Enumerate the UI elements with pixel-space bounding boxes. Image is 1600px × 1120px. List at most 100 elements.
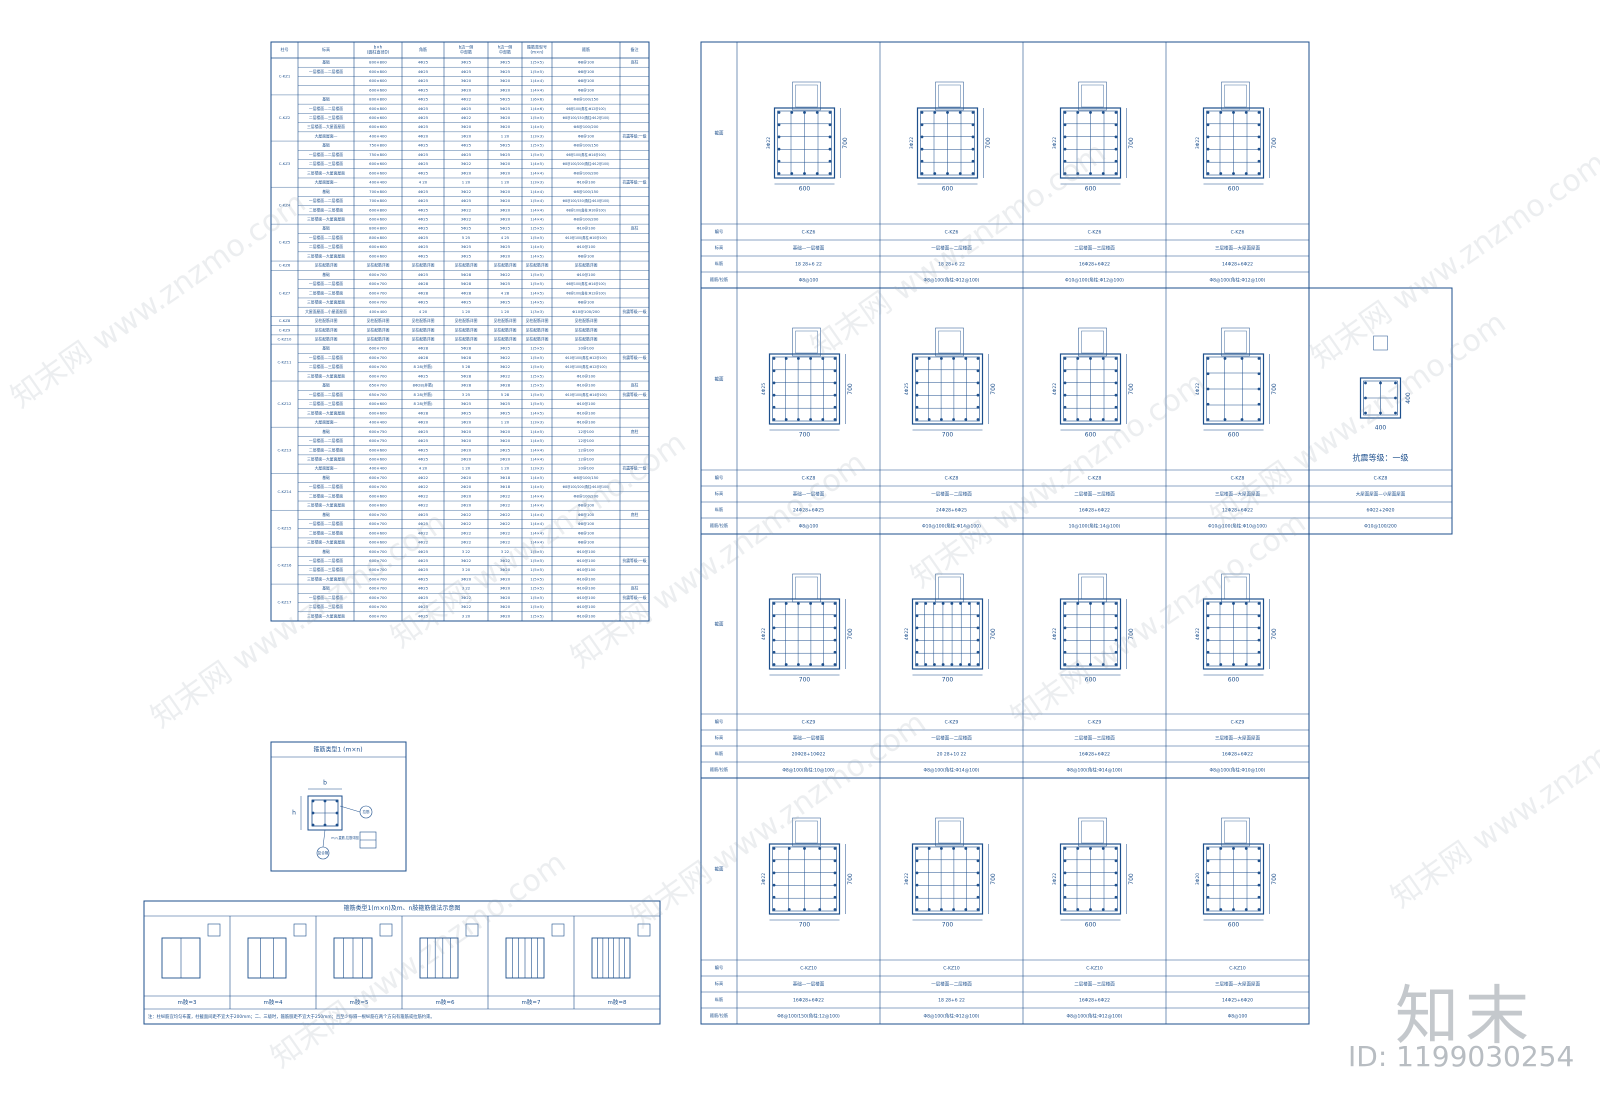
dim-b: b — [323, 780, 327, 787]
table-cell: 600×600 — [369, 530, 387, 535]
table-cell: Φ10@100 — [577, 244, 596, 249]
table-cell: 4Φ28 — [461, 290, 472, 295]
table-cell: 2Φ25 — [500, 447, 511, 452]
cell-id: C-KZ10 — [943, 966, 960, 972]
table-cell: 5Φ28 — [461, 346, 472, 351]
table-cell: 4Φ25 — [461, 198, 472, 203]
rebar-dot — [828, 123, 832, 127]
table-cell: 600×700 — [369, 604, 387, 609]
table-cell: 1(5×5) — [530, 346, 544, 351]
reference-sketch — [935, 327, 964, 357]
table-cell: 4Φ25 — [418, 595, 429, 600]
cell-rebar: 18 28+6 22 — [938, 262, 965, 268]
hook-icon — [551, 923, 565, 937]
table-cell: 3Φ20 — [500, 161, 511, 166]
table-cell: 底柱 — [631, 429, 639, 434]
table-cell: 1(5×5) — [530, 558, 544, 563]
table-cell: 10@100 — [578, 466, 594, 471]
table-cell: 4Φ25 — [418, 60, 429, 65]
rebar-dot — [1063, 135, 1067, 139]
table-cell: 4 20 — [419, 466, 428, 471]
table-cell: 2Φ22 — [461, 530, 472, 535]
table-cell: 4Φ25 — [418, 78, 429, 83]
rebar-dot — [790, 111, 794, 114]
table-cell: 2Φ22 — [500, 512, 511, 517]
table-cell: 1(4×5) — [530, 253, 544, 258]
cell-elev: 三层楼面—大屋面屋面 — [1215, 735, 1260, 742]
table-cell: 600×700 — [369, 346, 387, 351]
table-cell: 3Φ20 — [500, 87, 511, 92]
table-cell: 基础 — [322, 512, 330, 517]
table-cell: Φ8@100(角柱:Φ12@100) — [566, 106, 606, 111]
table-header: 柱号 — [281, 46, 289, 52]
table-cell: 2Φ22 — [461, 521, 472, 526]
rebar-dot — [1114, 147, 1118, 151]
types-label: m肢=7 — [522, 998, 541, 1006]
table-cell: 3Φ25 — [461, 244, 472, 249]
hook-icon — [207, 923, 221, 937]
rebar-dot — [959, 602, 962, 605]
table-cell: 抗震等级:一级 — [622, 466, 646, 471]
table-cell: 见柱配筋详图 — [526, 337, 549, 342]
table-cell: 1(3×3) — [530, 180, 544, 185]
table-cell: 基础 — [322, 189, 330, 194]
table-cell: 三层楼面—大屋面屋面 — [307, 613, 345, 618]
rebar-dot — [1101, 847, 1105, 850]
dim-height: 700 — [847, 383, 854, 395]
table-cell: 1(4×6) — [530, 106, 544, 111]
table-border — [270, 41, 650, 622]
rebar-dot — [1257, 357, 1261, 360]
table-cell: C-KZ6 — [279, 263, 291, 268]
table-cell: 1(6×6) — [530, 97, 544, 102]
table-cell: 5Φ25 — [500, 152, 511, 157]
table-cell: 三层楼面—大屋面屋面 — [307, 540, 345, 545]
table-cell: Φ8@100 — [578, 60, 595, 65]
rebar-dot — [976, 626, 980, 630]
table-cell: 600×700 — [369, 613, 387, 618]
rebar-dot — [803, 847, 806, 850]
rebar-dot — [915, 663, 919, 666]
reference-sketch-inner — [1224, 330, 1247, 354]
table-cell: 600×800 — [369, 207, 387, 212]
rebar-dot — [1257, 638, 1261, 642]
table-cell: 2Φ22 — [500, 521, 511, 526]
table-cell: 三层楼面—大屋面屋面 — [307, 456, 345, 461]
table-cell: 3 22 — [501, 549, 510, 554]
table-cell: 1(4×5) — [530, 410, 544, 415]
table-cell: 见柱配筋详图 — [494, 327, 517, 332]
rebar-dot — [828, 111, 832, 114]
rebar-dot — [952, 847, 955, 850]
table-cell: 2Φ20 — [461, 456, 472, 461]
rebar-dot — [1076, 418, 1080, 421]
rebar-dot — [1206, 172, 1210, 175]
dim-width: 600 — [1085, 186, 1097, 193]
stirrup-outline — [915, 601, 980, 667]
table-cell: 2Φ20 — [461, 475, 472, 480]
rebar-dot — [1206, 895, 1210, 899]
rebar-dot — [1076, 602, 1080, 605]
table-cell: 1(4×4) — [530, 170, 544, 175]
table-cell: 3Φ22 — [461, 207, 472, 212]
rebar-dot — [976, 357, 980, 360]
table-cell: 4Φ25 — [418, 244, 429, 249]
rebar-dot — [1206, 418, 1210, 421]
rebar-dot — [1101, 663, 1105, 666]
rebar-dot — [1206, 159, 1210, 163]
table-cell: 3Φ25 — [461, 253, 472, 258]
rebar-dot — [772, 602, 776, 605]
table-cell: 5Φ25 — [500, 143, 511, 148]
rebar-dot — [323, 799, 327, 803]
table-cell: 3Φ20 — [500, 198, 511, 203]
rebar-dot — [1063, 663, 1067, 666]
cell-id: C-KZ10 — [1229, 966, 1246, 972]
table-cell: 1(4×4) — [530, 530, 544, 535]
table-cell: 12@100 — [578, 456, 594, 461]
table-cell: 1(5×5) — [530, 373, 544, 378]
cell-stirrup: Φ8@100(角柱:Φ12@100) — [1067, 1013, 1123, 1020]
rebar-dot — [1063, 871, 1067, 875]
table-cell: 3Φ25 — [500, 244, 511, 249]
table-cell: 4Φ25 — [418, 604, 429, 609]
column-section — [1059, 107, 1122, 179]
table-cell: 1(5×5) — [530, 115, 544, 120]
table-header: (圆柱直径D) — [367, 49, 390, 55]
